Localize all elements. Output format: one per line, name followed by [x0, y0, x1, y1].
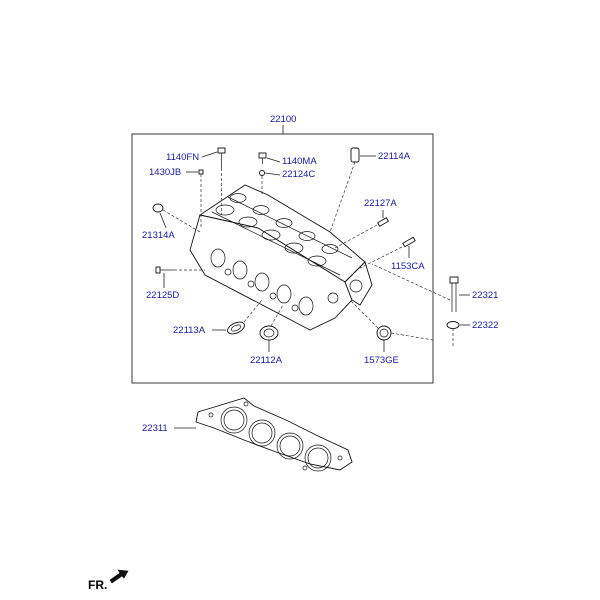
label-22127a: 22127A [364, 198, 397, 209]
label-1430jb: 1430JB [149, 167, 181, 178]
washer-22322 [446, 321, 460, 348]
label-22113a: 22113A [173, 325, 206, 336]
bolt-1140fn [217, 147, 226, 215]
front-marker-label: FR. [88, 578, 107, 592]
seal-22113a [227, 299, 263, 335]
label-22311: 22311 [142, 423, 168, 434]
label-1140fn: 1140FN [166, 152, 199, 163]
bolt-1140ma [258, 152, 267, 164]
front-arrow-icon [109, 569, 129, 584]
pin-22125d [155, 266, 205, 274]
dowel-22127a [334, 217, 389, 249]
label-1140ma: 1140MA [282, 156, 317, 167]
plug-1573ge [349, 299, 434, 341]
head-gasket-22311 [195, 397, 353, 472]
label-22321: 22321 [472, 290, 498, 301]
leader-1140ma [266, 157, 281, 163]
label-22125d: 22125D [146, 290, 179, 301]
leader-21314a [159, 212, 167, 229]
dowel-1153ca [359, 236, 416, 269]
cylinder-head [189, 184, 373, 331]
label-22124c: 22124C [282, 169, 315, 180]
label-1153ca: 1153CA [391, 261, 425, 272]
seal-22112a [259, 304, 284, 341]
leader-22124c [264, 172, 281, 176]
label-22112a: 22112A [250, 355, 283, 366]
plug-21314a [152, 203, 201, 233]
washer-22124c [259, 170, 265, 195]
guide-22114a [329, 147, 360, 233]
pin-1430jb [198, 169, 204, 228]
label-22100: 22100 [270, 114, 296, 125]
bolt-22321 [371, 263, 459, 312]
label-21314a: 21314A [142, 230, 175, 241]
label-1573ge: 1573GE [364, 355, 399, 366]
assembly-frame [131, 133, 434, 384]
label-22322: 22322 [472, 320, 498, 331]
label-22114a: 22114A [378, 151, 411, 162]
leader-1140fn [201, 151, 218, 158]
